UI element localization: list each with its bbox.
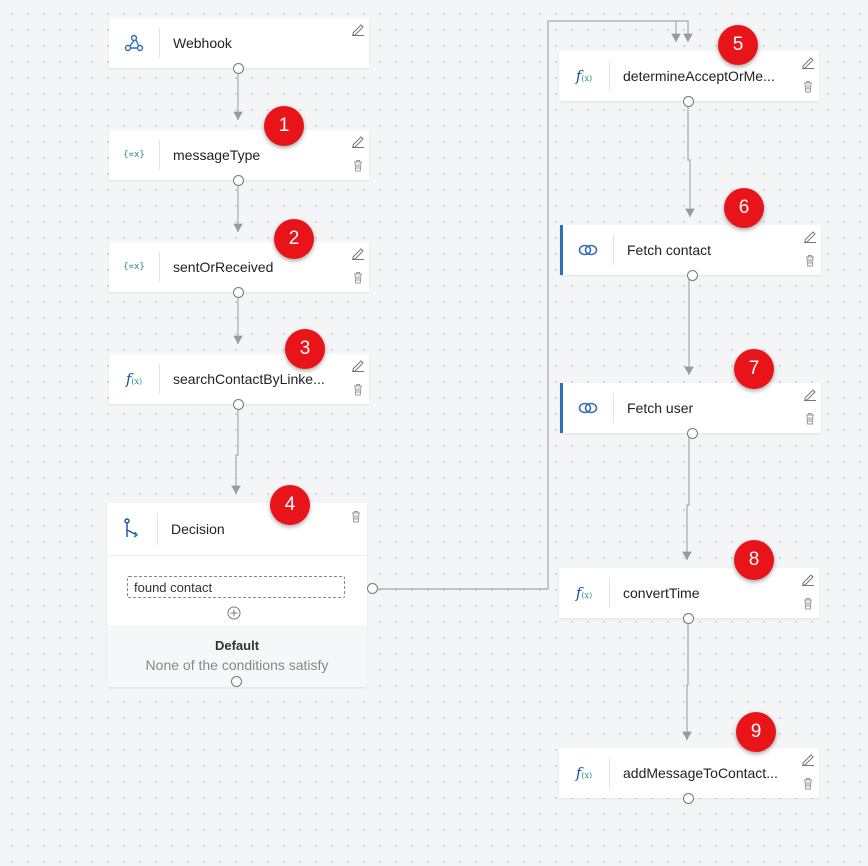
node-add-message[interactable]: f(x) addMessageToContact... bbox=[559, 748, 819, 804]
node-sent-or-received[interactable]: {=x} sentOrReceived bbox=[109, 242, 369, 298]
condition-found-contact[interactable]: found contact bbox=[127, 576, 345, 598]
output-port[interactable] bbox=[683, 613, 694, 624]
trash-icon[interactable] bbox=[803, 253, 817, 267]
step-badge: 5 bbox=[718, 25, 758, 65]
step-badge: 7 bbox=[734, 349, 774, 389]
trash-icon[interactable] bbox=[801, 776, 815, 790]
function-icon: f(x) bbox=[575, 584, 593, 602]
function-icon: f(x) bbox=[125, 370, 143, 388]
node-search-contact[interactable]: f(x) searchContactByLinke... bbox=[109, 354, 369, 410]
decision-icon bbox=[107, 503, 157, 555]
output-port[interactable] bbox=[233, 175, 244, 186]
output-port[interactable] bbox=[687, 270, 698, 281]
step-badge: 3 bbox=[285, 329, 325, 369]
node-label: Decision bbox=[171, 521, 225, 537]
output-port[interactable] bbox=[683, 96, 694, 107]
trash-icon[interactable] bbox=[351, 158, 365, 172]
step-badge: 2 bbox=[274, 219, 314, 259]
output-port[interactable] bbox=[687, 428, 698, 439]
edit-icon[interactable] bbox=[351, 246, 365, 260]
webhook-icon bbox=[109, 18, 159, 68]
link-icon bbox=[563, 225, 613, 275]
edit-icon[interactable] bbox=[801, 572, 815, 586]
function-icon: f(x) bbox=[575, 764, 593, 782]
step-badge: 6 bbox=[724, 188, 764, 228]
edit-icon[interactable] bbox=[351, 134, 365, 148]
output-port[interactable] bbox=[233, 399, 244, 410]
node-webhook[interactable]: Webhook bbox=[109, 18, 369, 74]
node-label: messageType bbox=[173, 147, 261, 163]
output-port[interactable] bbox=[683, 793, 694, 804]
trash-icon[interactable] bbox=[801, 79, 815, 93]
node-fetch-user[interactable]: Fetch user bbox=[560, 383, 821, 439]
node-label: Fetch user bbox=[627, 400, 694, 416]
node-label: Webhook bbox=[173, 35, 232, 51]
default-output-port[interactable] bbox=[231, 676, 242, 687]
condition-output-port[interactable] bbox=[367, 583, 378, 594]
node-fetch-contact[interactable]: Fetch contact bbox=[560, 225, 821, 281]
trash-icon[interactable] bbox=[803, 411, 817, 425]
trash-icon[interactable] bbox=[351, 382, 365, 396]
node-label: addMessageToContact... bbox=[623, 765, 778, 781]
step-badge: 1 bbox=[264, 106, 304, 146]
function-icon: f(x) bbox=[575, 67, 593, 85]
step-badge: 9 bbox=[736, 712, 776, 752]
step-badge: 8 bbox=[734, 540, 774, 580]
node-label: determineAcceptOrMe... bbox=[623, 68, 775, 84]
trash-icon[interactable] bbox=[801, 596, 815, 610]
node-message-type[interactable]: {=x} messageType bbox=[109, 130, 369, 186]
node-label: sentOrReceived bbox=[173, 259, 274, 275]
edit-icon[interactable] bbox=[803, 387, 817, 401]
add-condition-icon[interactable] bbox=[227, 606, 241, 620]
edit-icon[interactable] bbox=[801, 55, 815, 69]
node-convert-time[interactable]: f(x) convertTime bbox=[559, 568, 819, 624]
variable-icon: {=x} bbox=[123, 150, 145, 160]
node-label: Fetch contact bbox=[627, 242, 712, 258]
step-badge: 4 bbox=[270, 485, 310, 525]
node-decision[interactable]: Decision found contact Default None of t… bbox=[107, 503, 378, 687]
node-label: searchContactByLinke... bbox=[173, 371, 325, 387]
variable-icon: {=x} bbox=[123, 262, 145, 272]
edit-icon[interactable] bbox=[351, 358, 365, 372]
default-branch: Default None of the conditions satisfy bbox=[107, 625, 367, 687]
edit-icon[interactable] bbox=[803, 229, 817, 243]
default-description: None of the conditions satisfy bbox=[145, 657, 329, 673]
edit-icon[interactable] bbox=[351, 22, 365, 36]
trash-icon[interactable] bbox=[351, 270, 365, 284]
node-label: convertTime bbox=[623, 585, 700, 601]
output-port[interactable] bbox=[233, 287, 244, 298]
output-port[interactable] bbox=[233, 63, 244, 74]
link-icon bbox=[563, 383, 613, 433]
trash-icon[interactable] bbox=[349, 509, 363, 523]
edit-icon[interactable] bbox=[801, 752, 815, 766]
node-determine-accept[interactable]: f(x) determineAcceptOrMe... bbox=[559, 51, 819, 107]
default-title: Default bbox=[214, 638, 260, 653]
